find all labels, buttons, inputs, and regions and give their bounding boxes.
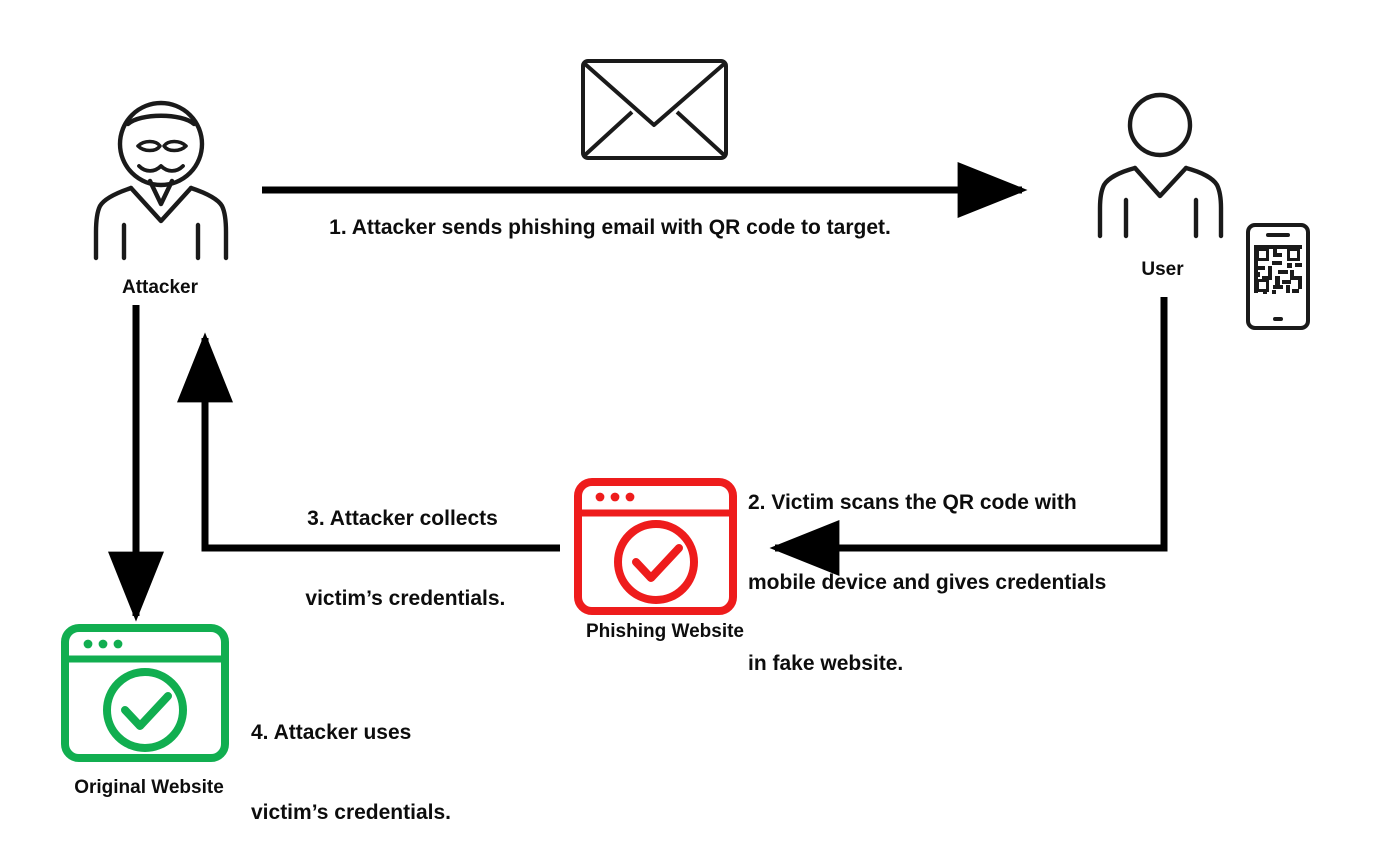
browser-window-check-icon-phishing [574, 478, 737, 615]
step-2-line-2: mobile device and gives credentials [748, 571, 1107, 595]
step-3-label: 3. Attacker collects victim’s credential… [275, 452, 530, 667]
step-2-label: 2. Victim scans the QR code with mobile … [748, 436, 1148, 732]
phishing-website-node-label: Phishing Website [585, 621, 744, 642]
step-4-label: 4. Attacker uses victim’s credentials. [251, 666, 511, 860]
browser-window-check-icon-original [61, 624, 229, 762]
masked-attacker-icon [93, 100, 229, 261]
step-3-line-2: victim’s credentials. [299, 587, 506, 611]
attacker-node-label: Attacker [121, 277, 199, 298]
step-1-label: 1. Attacker sends phishing email with QR… [329, 216, 891, 239]
step-2-line-1: 2. Victim scans the QR code with [748, 490, 1077, 514]
mobile-phone-qr-icon [1246, 223, 1310, 330]
arrow-phishing-to-attacker [177, 332, 560, 552]
step-4-line-2: victim’s credentials. [251, 801, 451, 825]
envelope-icon [581, 59, 728, 160]
person-icon [1097, 92, 1224, 239]
original-website-node-label: Original Website [74, 777, 224, 798]
arrow-user-to-phishing [769, 297, 1168, 576]
user-node-label: User [1141, 259, 1184, 280]
step-3-line-1: 3. Attacker collects [307, 506, 498, 530]
qr-code [1254, 245, 1302, 294]
step-2-line-3: in fake website. [748, 652, 904, 675]
step-4-line-1: 4. Attacker uses [251, 720, 412, 744]
